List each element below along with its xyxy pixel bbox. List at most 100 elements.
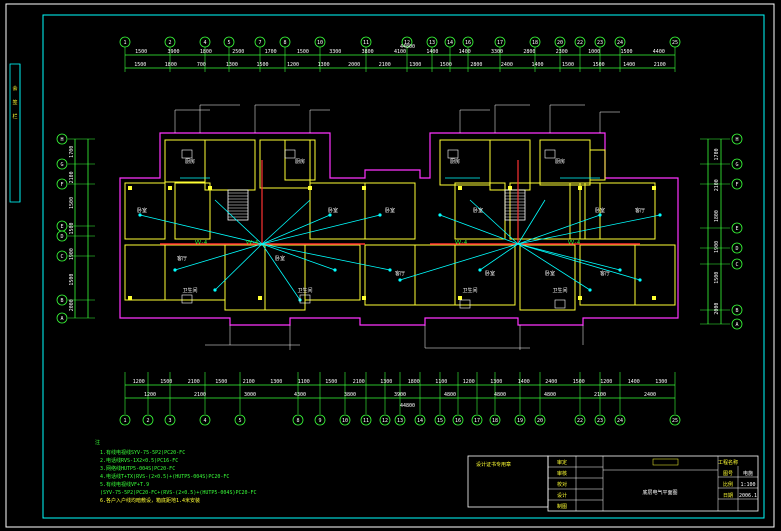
- axis-label: 13: [397, 418, 403, 424]
- note-line: 1.有线电视线SYV-75-5P2)PC20-FC: [100, 449, 185, 456]
- axis-label: 7: [258, 40, 261, 46]
- dim-top-2: 1500: [440, 62, 452, 68]
- tb-left-label: 校对: [557, 481, 567, 488]
- dim-top-1: 1700: [265, 49, 277, 55]
- axis-bubble: [669, 36, 681, 48]
- wiring-line: [261, 243, 336, 271]
- axis-bubble: [314, 36, 326, 48]
- outlet-symbol: [173, 268, 177, 272]
- dim-top-2: 1300: [409, 62, 421, 68]
- dim-bot-1: 1800: [408, 379, 420, 385]
- tb-left-label: 审核: [557, 470, 567, 477]
- dim-bot-2: 3000: [244, 392, 256, 398]
- label-west-trunk: VV-4: [195, 240, 207, 246]
- axis-label: 3: [168, 418, 171, 424]
- fixture: [181, 294, 193, 304]
- note-line: 5.有线电视线VF+T.9: [100, 481, 149, 488]
- axis-label: E: [735, 226, 738, 232]
- axis-label: 11: [363, 40, 369, 46]
- axis-bubble: [56, 294, 68, 306]
- dim-top-2: 1500: [256, 62, 268, 68]
- column-marker: [578, 296, 582, 300]
- axis-label: 1: [123, 418, 126, 424]
- axis-label: F: [735, 182, 738, 188]
- axis-bubble: [314, 414, 326, 426]
- column-marker: [168, 186, 172, 190]
- room-label: 卧室: [473, 207, 483, 214]
- axis-label: 4: [203, 418, 206, 424]
- room-wall: [584, 182, 656, 240]
- outlet-symbol: [598, 213, 602, 217]
- dim-bot-2: 4800: [444, 392, 456, 398]
- axis-bubble: [471, 414, 483, 426]
- wiring-line: [261, 214, 381, 245]
- dim-top-1: 1400: [426, 49, 438, 55]
- dim-top-1: 4100: [394, 49, 406, 55]
- room-wall: [124, 244, 166, 301]
- room-label: 客厅: [177, 255, 187, 262]
- dim-top-2: 1500: [562, 62, 574, 68]
- axis-bubble: [434, 414, 446, 426]
- axis-label: 25: [672, 418, 678, 424]
- axis-label: F: [60, 182, 63, 188]
- axis-bubble: [554, 36, 566, 48]
- outer-frame: [5, 3, 775, 528]
- dim-bot-2: 3800: [344, 392, 356, 398]
- dim-top-2: 1400: [623, 62, 635, 68]
- axis-bubble: [614, 36, 626, 48]
- axis-label: 10: [317, 40, 323, 46]
- axis-label: 17: [497, 40, 503, 46]
- tb-left-label: 审定: [557, 459, 567, 466]
- axis-bubble: [529, 36, 541, 48]
- axis-label: 22: [577, 40, 583, 46]
- dim-top-2: 1800: [165, 62, 177, 68]
- note-line: 4.电话线T+TX(RVS-(2×0.5)+(HUTP5-004S)PC20-F…: [100, 473, 229, 480]
- room-wall: [589, 149, 606, 181]
- axis-bubble: [462, 36, 474, 48]
- fixture: [554, 299, 566, 309]
- dim-bot-2: 4800: [494, 392, 506, 398]
- dim-top-1: 3300: [491, 49, 503, 55]
- wiring-line: [469, 199, 519, 245]
- fixture: [284, 149, 296, 159]
- dim-top-1: 1800: [200, 49, 212, 55]
- dim-bot-1: 1300: [270, 379, 282, 385]
- axis-bubble: [56, 178, 68, 190]
- dim-left: 1500: [69, 274, 75, 286]
- left-strip-labels: 会签栏: [12, 85, 17, 120]
- label-west-trunk-2: VV-4: [246, 240, 258, 246]
- axis-bubble: [731, 258, 743, 270]
- room-wall: [284, 139, 316, 181]
- total-dimension-top: 44800: [400, 44, 415, 50]
- tb-right-label: 日期: [723, 493, 733, 499]
- wiring-line: [261, 243, 301, 301]
- room-label: 客厅: [395, 270, 405, 277]
- dim-bot-1: 1300: [380, 379, 392, 385]
- dim-bot-1: 1200: [463, 379, 475, 385]
- dim-top-2: 2400: [501, 62, 513, 68]
- axis-bubble: [401, 36, 413, 48]
- axis-bubble: [731, 133, 743, 145]
- room-label: 卧室: [545, 270, 555, 277]
- design-notes: 注1.有线电视线SYV-75-5P2)PC20-FC2.电话线RVS-1X2×0…: [95, 439, 257, 504]
- room-wall: [519, 244, 576, 311]
- axis-bubble: [56, 230, 68, 242]
- label-east-trunk-2: VV-4: [568, 240, 580, 246]
- room-wall: [569, 182, 601, 240]
- dim-bot-2: 4800: [544, 392, 556, 398]
- axis-bubble: [292, 414, 304, 426]
- axis-bubble: [426, 36, 438, 48]
- left-strip-label: 栏: [12, 113, 17, 120]
- axis-bubble: [339, 414, 351, 426]
- dim-right: 2100: [714, 179, 720, 191]
- axis-label: 19: [517, 418, 523, 424]
- column-marker: [362, 186, 366, 190]
- tb-left-label: 设计: [557, 492, 567, 499]
- note-line: 6.各户入户线均暗敷设，箱底距地1.4米安装: [100, 497, 200, 504]
- wiring-line: [517, 214, 601, 245]
- axis-bubble: [731, 158, 743, 170]
- axis-label: 12: [404, 40, 410, 46]
- fixture: [447, 149, 459, 159]
